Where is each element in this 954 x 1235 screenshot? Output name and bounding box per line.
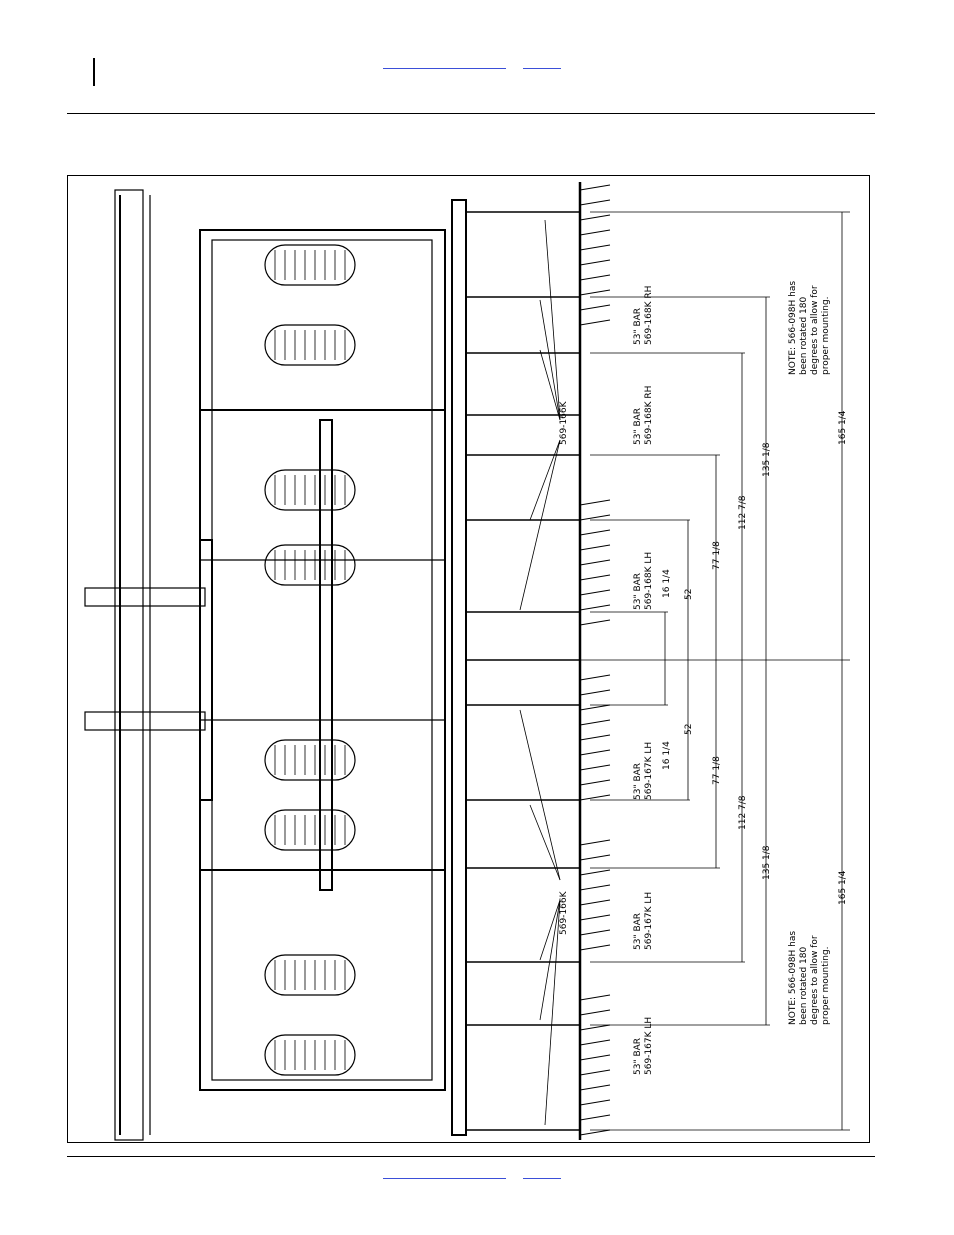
bar-label-l2-line2: 569-167K LH	[644, 892, 654, 950]
wheels	[264, 244, 356, 1076]
footer-link-underline[interactable]	[383, 1178, 506, 1179]
bar-label-r3-line2: 569-168K LH	[644, 552, 654, 610]
rear-toolbar	[451, 199, 467, 1136]
dim-135-1-8-lower: 135 1/8	[762, 845, 772, 880]
bar-label-l2-line1: 53" BAR	[633, 913, 643, 950]
bar-label-l1-line2: 569-167K LH	[644, 742, 654, 800]
bar-label-r2-line1: 53" BAR	[633, 408, 643, 445]
dim-77-1-8-lower: 77 1/8	[712, 756, 722, 785]
callout-lower-part: 569-166K	[559, 890, 569, 935]
dim-165-1-4-lower: 165 1/4	[838, 870, 848, 905]
dim-77-1-8-upper: 77 1/8	[712, 541, 722, 570]
header-margin-bar	[93, 58, 95, 86]
diagram-frame	[67, 175, 870, 1143]
header-link-underline-2[interactable]	[523, 68, 561, 69]
note-lower-line3: degrees to allow for	[810, 935, 820, 1025]
callout-upper-part: 569-166K	[559, 400, 569, 445]
header-link-underline[interactable]	[383, 68, 506, 69]
bar-label-l1-line1: 53" BAR	[633, 763, 643, 800]
harrow-tines	[579, 184, 611, 1136]
dim-16-1-4-lower: 16 1/4	[662, 741, 672, 770]
header-rule	[67, 113, 875, 114]
bar-label-r1-line2: 569-168K RH	[644, 286, 654, 345]
dim-52-upper: 52	[684, 589, 694, 600]
dimension-lines	[510, 211, 850, 1131]
footer-link-underline-2[interactable]	[523, 1178, 561, 1179]
note-lower-line1: NOTE: 566-098H has	[788, 931, 798, 1025]
note-upper-line4: proper mounting.	[821, 296, 831, 375]
dim-112-7-8-upper: 112 7/8	[738, 495, 748, 530]
bar-label-r3-line1: 53" BAR	[633, 573, 643, 610]
note-lower-line4: proper mounting.	[821, 946, 831, 1025]
dim-165-1-4-upper: 165 1/4	[838, 410, 848, 445]
note-upper-line3: degrees to allow for	[810, 285, 820, 375]
bar-label-l3-line1: 53" BAR	[633, 1038, 643, 1075]
bar-label-l3-line2: 569-167K LH	[644, 1017, 654, 1075]
dim-112-7-8-lower: 112 7/8	[738, 795, 748, 830]
note-upper-line1: NOTE: 566-098H has	[788, 281, 798, 375]
dim-52-lower: 52	[684, 724, 694, 735]
note-upper-line2: been rotated 180	[799, 297, 809, 375]
front-toolbar-outline	[114, 189, 144, 1141]
dim-135-1-8-upper: 135 1/8	[762, 442, 772, 477]
footer-rule	[67, 1156, 875, 1157]
callout-leaders	[519, 219, 561, 1126]
dim-16-1-4-upper: 16 1/4	[662, 569, 672, 598]
bar-label-r1-line1: 53" BAR	[633, 308, 643, 345]
wheel-treads	[274, 250, 346, 1070]
main-frame	[199, 229, 446, 1091]
bar-label-r2-line2: 569-168K RH	[644, 386, 654, 445]
shanks	[466, 211, 580, 1131]
note-lower-line2: been rotated 180	[799, 947, 809, 1025]
